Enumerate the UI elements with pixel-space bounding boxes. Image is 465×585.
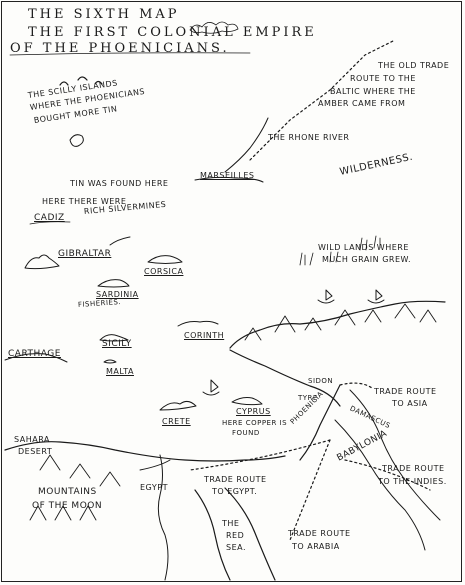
title-underline bbox=[9, 52, 251, 56]
label-old-trade-2: ROUTE TO THE bbox=[350, 74, 416, 83]
label-cadiz: CADIZ bbox=[34, 213, 65, 223]
label-trade-indies-2: TO THE INDIES. bbox=[378, 477, 447, 486]
sardinia-island bbox=[97, 279, 130, 288]
baltic-trade-route bbox=[249, 39, 396, 161]
label-cyprus: CYPRUS bbox=[236, 407, 271, 416]
title-cloud bbox=[189, 21, 239, 34]
wild-lands-grass bbox=[299, 235, 381, 266]
label-rhone: THE RHONE RIVER bbox=[268, 133, 350, 142]
marseilles-coast bbox=[194, 176, 264, 183]
nile-river bbox=[157, 454, 169, 581]
trade-route-asia bbox=[339, 382, 373, 389]
label-red-sea-1: THE bbox=[222, 519, 240, 528]
label-sicily: SICILY bbox=[102, 339, 132, 349]
label-trade-egypt-1: TRADE ROUTE bbox=[204, 475, 267, 484]
label-trade-arabia-2: TO ARABIA bbox=[292, 542, 340, 551]
malta-island bbox=[103, 359, 117, 364]
ship-1 bbox=[317, 289, 335, 304]
label-red-sea-3: SEA. bbox=[226, 543, 247, 552]
label-old-trade-1: THE OLD TRADE bbox=[378, 61, 450, 70]
sahara-mountains bbox=[39, 454, 121, 487]
asia-minor-mountains bbox=[244, 303, 437, 341]
label-sidon: SIDON bbox=[308, 377, 334, 385]
levant-coast bbox=[299, 384, 341, 461]
tigris-river bbox=[349, 389, 441, 521]
cyprus-island bbox=[231, 397, 263, 406]
rhone-river bbox=[224, 117, 269, 173]
label-trade-asia-2: TO ASIA bbox=[392, 399, 428, 408]
trade-route-indies bbox=[344, 459, 431, 491]
tin-island bbox=[69, 134, 84, 147]
corinth-coast bbox=[177, 320, 219, 327]
sicily-island bbox=[99, 334, 129, 342]
label-malta: MALTA bbox=[106, 367, 134, 376]
trade-route-egypt bbox=[189, 439, 331, 471]
label-copper-1: HERE COPPER IS bbox=[222, 419, 288, 427]
map-title-line2: THE FIRST COLONIAL EMPIRE bbox=[28, 25, 317, 40]
label-trade-indies-1: TRADE ROUTE bbox=[382, 464, 445, 473]
label-copper-2: FOUND bbox=[232, 429, 260, 437]
label-carthage: CARTHAGE bbox=[8, 349, 61, 359]
euphrates-river bbox=[334, 419, 426, 551]
asia-minor-south bbox=[229, 349, 341, 407]
label-marseilles: MARSEILLES bbox=[200, 171, 255, 180]
ship-2 bbox=[367, 289, 385, 304]
ship-3 bbox=[202, 379, 220, 396]
label-corsica: CORSICA bbox=[144, 267, 184, 276]
label-wild-lands-2: MUCH GRAIN GREW. bbox=[322, 255, 412, 264]
label-old-trade-3: BALTIC WHERE THE bbox=[330, 87, 416, 96]
scilly-islands bbox=[59, 76, 103, 86]
label-tin: TIN WAS FOUND HERE bbox=[70, 179, 169, 188]
corsica-island bbox=[147, 255, 183, 264]
label-sahara-2: DESERT bbox=[18, 447, 53, 456]
label-trade-arabia-1: TRADE ROUTE bbox=[288, 529, 351, 538]
red-sea-east bbox=[224, 487, 276, 581]
trade-route-arabia bbox=[289, 439, 331, 541]
label-trade-asia-1: TRADE ROUTE bbox=[374, 387, 437, 396]
map-title-line1: THE SIXTH MAP bbox=[28, 7, 180, 22]
cadiz-coast bbox=[29, 221, 71, 225]
gibraltar-rock bbox=[24, 254, 60, 270]
label-corinth: CORINTH bbox=[184, 331, 225, 340]
label-old-trade-4: AMBER CAME FROM bbox=[318, 99, 406, 108]
label-tyre: TYRE bbox=[298, 394, 318, 402]
carthage-coast bbox=[4, 353, 68, 363]
label-crete: CRETE bbox=[162, 417, 191, 426]
label-wild-lands-1: WILD LANDS WHERE bbox=[318, 243, 409, 252]
crete-island bbox=[159, 400, 197, 411]
label-sardinia: SARDINIA bbox=[96, 290, 139, 299]
map-title-line3: OF THE PHOENICIANS. bbox=[10, 41, 230, 56]
label-silver-1: HERE THERE WERE bbox=[42, 197, 127, 206]
label-egypt: EGYPT bbox=[140, 483, 168, 492]
asia-minor-coast bbox=[229, 300, 446, 349]
label-gibraltar: GIBRALTAR bbox=[58, 249, 112, 259]
label-mountains-1: MOUNTAINS bbox=[38, 487, 97, 497]
label-sahara-1: SAHARA bbox=[14, 435, 50, 444]
red-sea-west bbox=[194, 489, 231, 581]
label-red-sea-2: RED bbox=[226, 531, 245, 540]
mountains-of-the-moon bbox=[29, 505, 97, 521]
label-mountains-2: OF THE MOON bbox=[32, 501, 103, 511]
label-trade-egypt-2: TO EGYPT. bbox=[212, 487, 258, 496]
